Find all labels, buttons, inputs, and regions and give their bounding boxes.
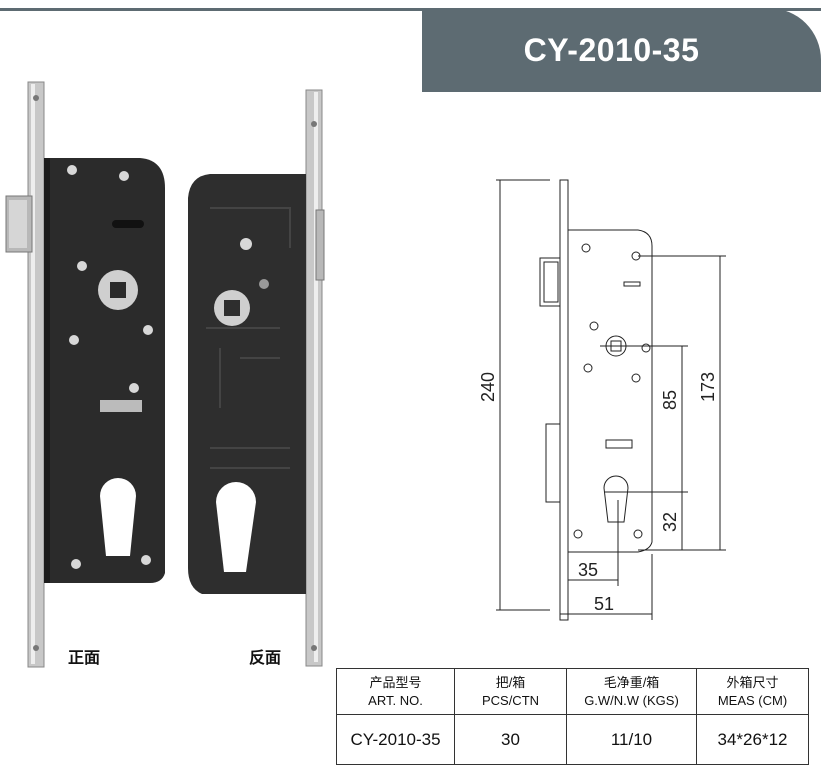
header-rule bbox=[0, 8, 821, 11]
technical-drawing: 240 173 85 32 35 51 bbox=[478, 179, 726, 621]
product-title: CY-2010-35 bbox=[523, 31, 700, 68]
cell-art-no: CY-2010-35 bbox=[336, 714, 455, 765]
back-caption: 反面 bbox=[249, 650, 282, 667]
cell-pcs: 30 bbox=[454, 714, 567, 765]
dim-35: 35 bbox=[578, 560, 598, 580]
spec-table: 产品型号 ART. NO. 把/箱 PCS/CTN 毛净重/箱 G.W/N.W … bbox=[336, 668, 809, 765]
front-caption: 正面 bbox=[68, 650, 101, 667]
dim-173: 173 bbox=[698, 372, 718, 402]
header-weight: 毛净重/箱 G.W/N.W (KGS) bbox=[566, 668, 697, 715]
lock-front-photo bbox=[5, 81, 165, 668]
header-meas: 外箱尺寸 MEAS (CM) bbox=[696, 668, 809, 715]
cell-weight: 11/10 bbox=[566, 714, 697, 765]
header-art-no: 产品型号 ART. NO. bbox=[336, 668, 455, 715]
dim-32: 32 bbox=[660, 512, 680, 532]
dim-240: 240 bbox=[478, 372, 498, 402]
table-row: CY-2010-35 30 11/10 34*26*12 bbox=[336, 714, 809, 765]
title-banner: CY-2010-35 bbox=[422, 8, 821, 92]
dim-85: 85 bbox=[660, 390, 680, 410]
header-pcs: 把/箱 PCS/CTN bbox=[454, 668, 567, 715]
cell-meas: 34*26*12 bbox=[696, 714, 809, 765]
spec-header-row: 产品型号 ART. NO. 把/箱 PCS/CTN 毛净重/箱 G.W/N.W … bbox=[336, 668, 809, 715]
lock-back-photo bbox=[188, 89, 325, 667]
dim-51: 51 bbox=[594, 594, 614, 614]
